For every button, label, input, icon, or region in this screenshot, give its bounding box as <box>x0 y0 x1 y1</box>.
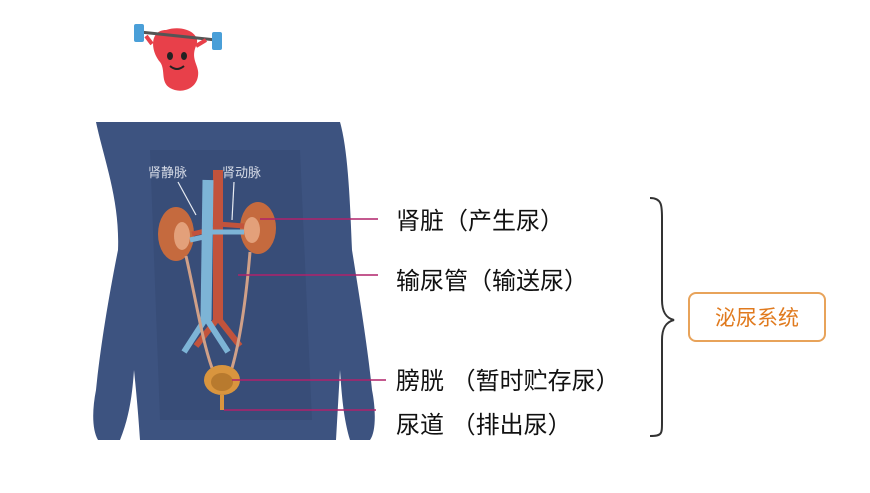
mascot-eye-left <box>167 52 173 60</box>
renal-vein-label: 肾静脉 <box>148 166 188 181</box>
renal-vein-pointer <box>177 181 197 216</box>
ureter-label: 输尿管（输送尿） <box>396 267 588 295</box>
iliac-veins <box>181 316 231 354</box>
kidney-mascot <box>134 24 222 91</box>
urinary-system-box: 泌尿系统 <box>688 292 826 342</box>
right-kidney-pelvis <box>244 217 260 243</box>
urethra-label: 尿道 （排出尿） <box>396 411 572 439</box>
renal-vein-branches <box>189 229 244 243</box>
urinary-system-label: 泌尿系统 <box>715 306 799 330</box>
left-ureter <box>184 255 214 369</box>
mascot-smile <box>169 65 185 70</box>
iliac-arteries <box>193 316 243 348</box>
kidney-label: 肾脏（产生尿） <box>396 207 564 235</box>
vena-cava <box>200 179 214 321</box>
mascot-arms <box>144 34 208 48</box>
bladder-inner <box>211 373 233 391</box>
mascot-barbell <box>139 30 217 42</box>
bladder-label: 膀胱 （暂时贮存尿） <box>396 367 620 395</box>
grouping-brace <box>649 197 675 437</box>
mascot-eye-right <box>181 52 187 60</box>
mascot-body <box>153 28 199 91</box>
mascot-weight-left <box>134 24 144 42</box>
mascot-weight-right <box>212 32 222 50</box>
renal-artery-label: 肾动脉 <box>222 166 262 181</box>
left-kidney-pelvis <box>174 222 190 250</box>
right-ureter <box>230 251 252 369</box>
renal-artery-pointer <box>231 181 235 221</box>
